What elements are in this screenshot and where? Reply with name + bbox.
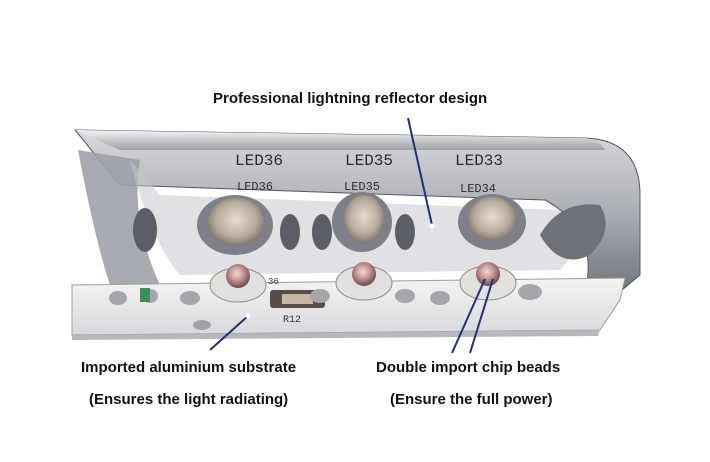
annotation-substrate-note: (Ensures the light radiating)	[89, 391, 289, 408]
led-chip-beads	[209, 262, 517, 303]
annotation-substrate: Imported aluminium substrate	[81, 359, 297, 376]
marking-r12: R12	[283, 315, 301, 326]
pointer-reflector	[407, 117, 433, 226]
reflector-markings: LED36 LED35 LED33 LED36 LED35 LED34	[235, 152, 503, 196]
annotation-chips-note: (Ensure the full power)	[390, 391, 553, 408]
marking-led35-mid: LED35	[344, 180, 380, 194]
marking-led36-mid: LED36	[237, 180, 273, 194]
marking-led34-mid: LED34	[460, 182, 496, 196]
marking-led35-top: LED35	[345, 152, 393, 170]
annotation-reflector: Professional lightning reflector design	[213, 90, 488, 107]
marking-led36-top: LED36	[235, 152, 283, 170]
aluminium-substrate: R12 36	[71, 277, 626, 340]
marking-led33-top: LED33	[455, 152, 503, 170]
reflector-cups	[133, 192, 606, 260]
pointer-chip-1	[451, 278, 486, 354]
pointer-substrate	[209, 315, 249, 351]
annotation-chips: Double import chip beads	[376, 359, 561, 376]
annotation-lines	[209, 117, 494, 354]
pointer-chip-2	[469, 278, 494, 354]
marking-led-pcb: 36	[268, 277, 279, 287]
